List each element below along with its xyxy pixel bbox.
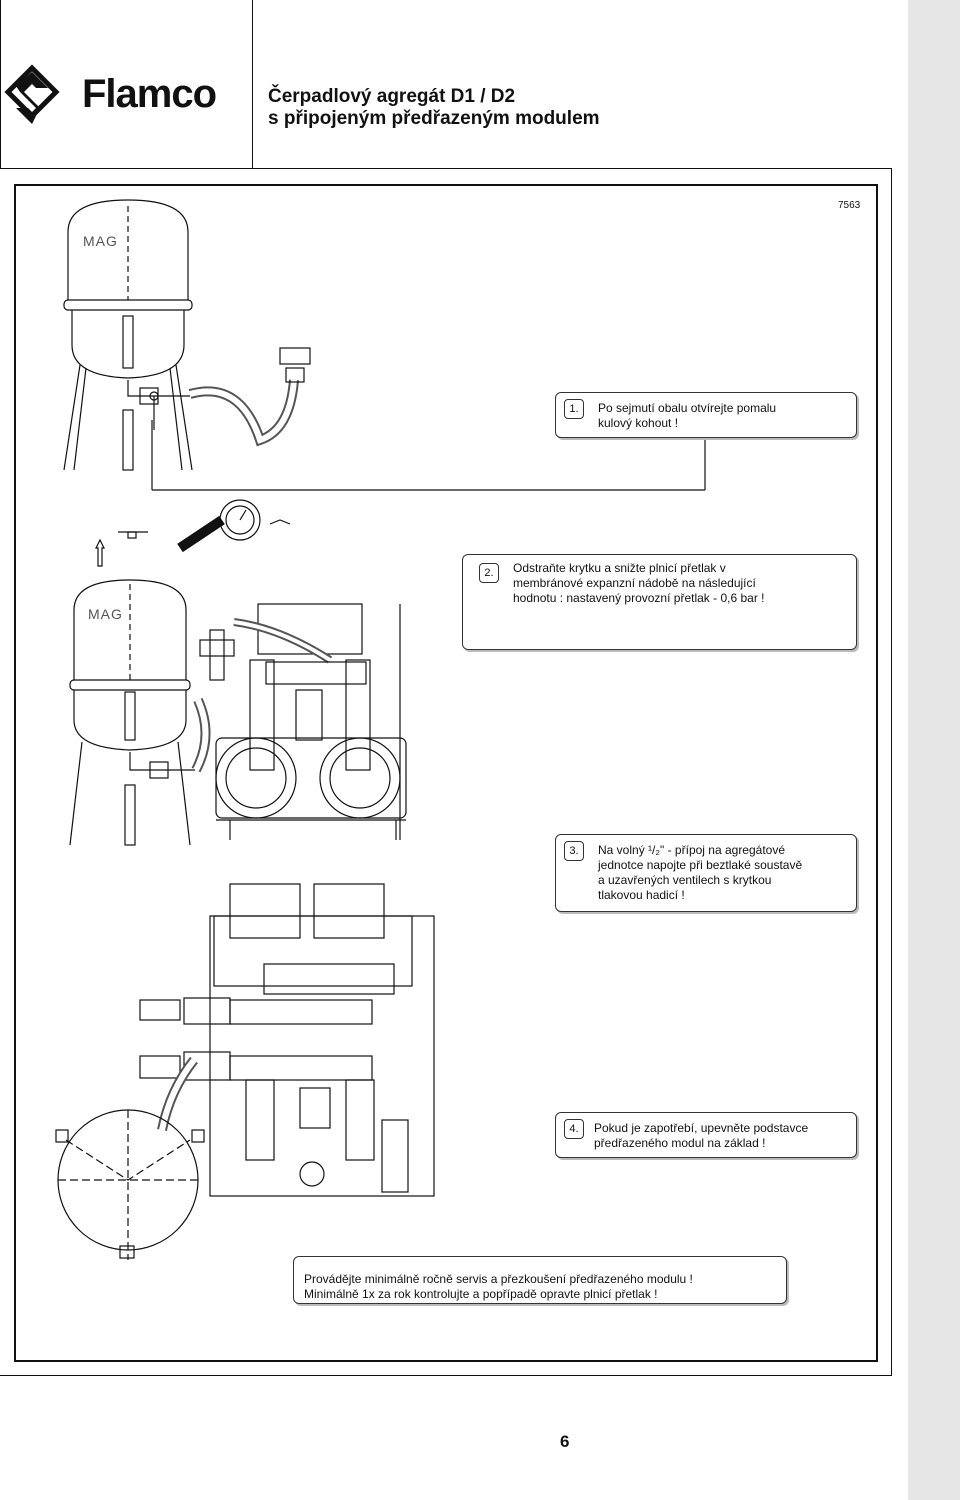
drawing-step-1 xyxy=(63,199,706,491)
step-3-line-3: a uzavřených ventilech s krytkou xyxy=(598,873,772,887)
step-1-text: Po sejmutí obalu otvírejte pomalu kulový… xyxy=(598,401,776,431)
step-3-line-1: Na volný ¹/₂" - přípoj na agregátové xyxy=(598,843,786,857)
step-1-callout: 1. Po sejmutí obalu otvírejte pomalu kul… xyxy=(555,392,857,438)
note-line-2: Minimálně 1x za rok kontrolujte a popříp… xyxy=(304,1287,658,1301)
step-1-line-2: kulový kohout ! xyxy=(598,416,679,430)
step-1-number: 1. xyxy=(564,399,584,419)
header-divider-left xyxy=(0,0,1,168)
step-2-line-3: hodnotu : nastavený provozní přetlak - 0… xyxy=(513,591,765,605)
title-line-1: Čerpadlový agregát D1 / D2 xyxy=(268,86,516,107)
step-4-number: 4. xyxy=(564,1119,584,1139)
page-side-margin xyxy=(908,0,960,1500)
step-3-line-4: tlakovou hadicí ! xyxy=(598,888,685,902)
step-3-number: 3. xyxy=(564,841,584,861)
step-3-line-2: jednotce napojte při beztlaké soustavě xyxy=(598,858,803,872)
title-line-2: s připojeným předřazeným modulem xyxy=(268,108,600,129)
drawing-step-3-4 xyxy=(55,883,435,1260)
flamco-logo-icon xyxy=(4,64,60,124)
header-divider xyxy=(252,0,253,168)
step-4-text: Pokud je zapotřebí, upevněte podstavce p… xyxy=(594,1121,808,1151)
step-2-text: Odstraňte krytku a snižte plnicí přetlak… xyxy=(513,561,764,606)
step-2-number: 2. xyxy=(479,563,499,583)
step-4-line-2: předřazeného modul na základ ! xyxy=(594,1136,766,1150)
maintenance-note-text: Provádějte minimálně ročně servis a přez… xyxy=(304,1272,693,1302)
tank-label-1: MAG xyxy=(83,233,118,249)
document-number: 7563 xyxy=(838,200,861,211)
page-title: Čerpadlový agregát D1 / D2 s připojeným … xyxy=(268,86,600,130)
step-4-line-1: Pokud je zapotřebí, upevněte podstavce xyxy=(594,1121,809,1135)
tank-label-2: MAG xyxy=(88,606,123,622)
page-number: 6 xyxy=(560,1432,570,1451)
brand-name: Flamco xyxy=(82,72,217,116)
content-frame-outer xyxy=(0,168,892,1376)
step-2-line-1: Odstraňte krytku a snižte plnicí přetlak… xyxy=(513,561,726,575)
note-line-1: Provádějte minimálně ročně servis a přez… xyxy=(304,1272,693,1286)
drawing-step-2 xyxy=(69,499,407,846)
content-frame-inner xyxy=(14,184,878,1362)
step-2-callout: 2. Odstraňte krytku a snižte plnicí přet… xyxy=(462,554,857,650)
step-2-line-2: membránové expanzní nádobě na následujíc… xyxy=(513,576,756,590)
step-3-callout: 3. Na volný ¹/₂" - přípoj na agregátové … xyxy=(555,834,857,912)
step-4-callout: 4. Pokud je zapotřebí, upevněte podstavc… xyxy=(555,1112,857,1158)
step-3-text: Na volný ¹/₂" - přípoj na agregátové jed… xyxy=(598,843,802,903)
step-1-line-1: Po sejmutí obalu otvírejte pomalu xyxy=(598,401,777,415)
maintenance-note: Provádějte minimálně ročně servis a přez… xyxy=(293,1256,787,1304)
